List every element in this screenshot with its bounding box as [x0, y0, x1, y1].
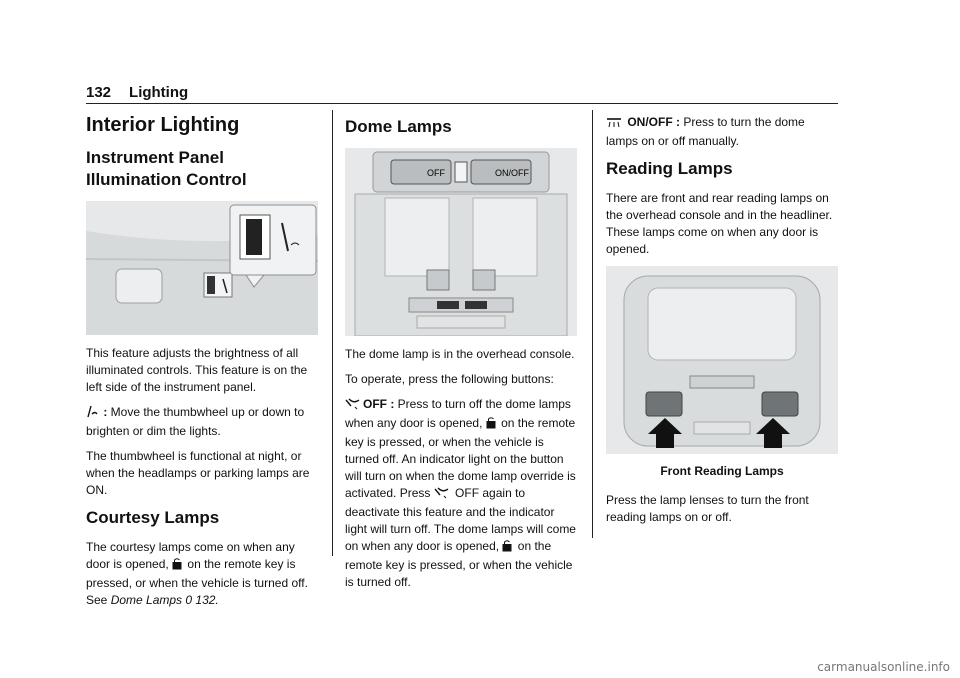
- instrument-panel-drawing: [86, 201, 318, 335]
- reading-lamp-drawing: [606, 266, 838, 454]
- column-3: ON/OFF : Press to turn the dome lamps on…: [606, 110, 838, 534]
- paragraph: There are front and rear reading lamps o…: [606, 191, 833, 256]
- instrument-panel-illustration: [86, 201, 318, 335]
- dome-lamp-off-icon: [345, 398, 361, 415]
- cross-reference-link[interactable]: Dome Lamps: [110, 593, 183, 607]
- paragraph: : Move the thumbwheel up or down to brig…: [86, 404, 305, 438]
- arrow-left-lamp: [648, 418, 682, 448]
- section-title: Lighting: [129, 84, 189, 101]
- page-number: 132: [86, 84, 112, 101]
- dimmer-icon: [86, 404, 98, 423]
- section-heading-reading: Reading Lamps: [606, 159, 733, 178]
- img-onoff-label: ON/OFF: [495, 168, 529, 178]
- dome-lamp-drawing: OFF ON/OFF: [345, 148, 577, 336]
- chapter-heading: Interior Lighting: [86, 114, 240, 136]
- column-1: Interior Lighting Instrument Panel Illum…: [86, 110, 318, 617]
- column-divider: [592, 110, 593, 538]
- page-header: 132 Lighting: [86, 84, 188, 101]
- header-rule: [86, 103, 838, 104]
- section-heading-instrument: Instrument Panel Illumination Control: [86, 148, 247, 189]
- unlock-key-icon: [172, 558, 182, 575]
- dome-lamp-onoff-icon: [606, 116, 622, 133]
- column-divider: [332, 110, 333, 556]
- figure-caption: Front Reading Lamps: [660, 464, 784, 478]
- paragraph: Press the lamp lenses to turn the front …: [606, 493, 809, 524]
- dome-lamp-illustration: OFF ON/OFF: [345, 148, 577, 336]
- paragraph: ON/OFF : Press to turn the dome lamps on…: [606, 115, 805, 148]
- arrow-right-lamp: [756, 418, 790, 448]
- paragraph: OFF : Press to turn off the dome lamps w…: [345, 397, 576, 589]
- unlock-key-icon: [502, 540, 512, 557]
- paragraph: The courtesy lamps come on when any door…: [86, 540, 308, 607]
- section-heading-courtesy: Courtesy Lamps: [86, 508, 220, 527]
- column-2: Dome Lamps OFF ON/OFF The dome lamp is i…: [345, 110, 577, 599]
- paragraph: The dome lamp is in the overhead console…: [345, 347, 575, 361]
- reading-lamp-illustration: [606, 266, 838, 454]
- dome-lamp-off-icon: [434, 487, 450, 504]
- img-off-label: OFF: [427, 168, 445, 178]
- unlock-key-icon: [486, 417, 496, 434]
- paragraph: To operate, press the following buttons:: [345, 372, 554, 386]
- watermark: carmanualsonline.info: [817, 660, 950, 674]
- section-heading-dome: Dome Lamps: [345, 117, 452, 136]
- paragraph: The thumbwheel is functional at night, o…: [86, 449, 310, 497]
- paragraph: This feature adjusts the brightness of a…: [86, 346, 308, 394]
